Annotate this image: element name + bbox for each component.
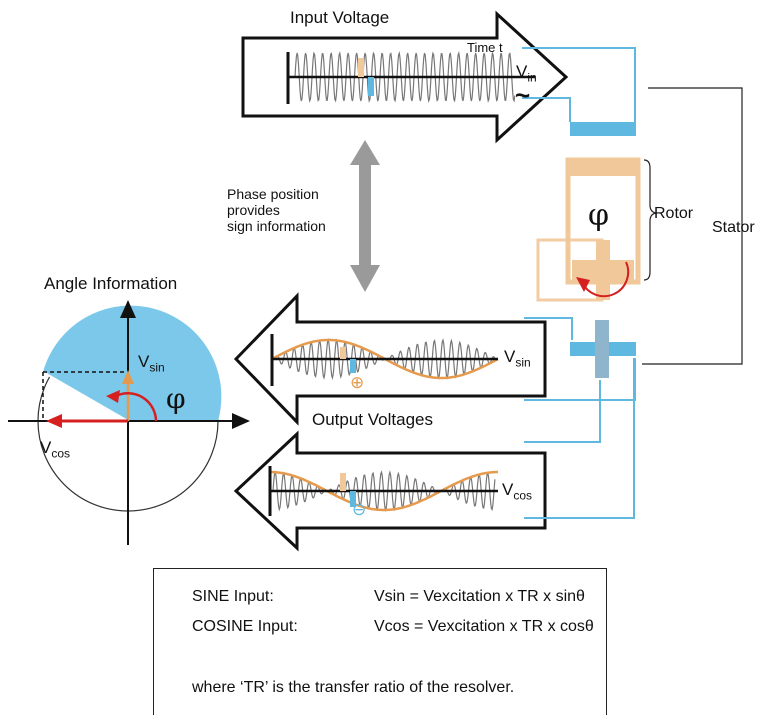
rotor-rotation-arrow <box>581 261 630 298</box>
sine-formula: Vsin = Vexcitation x TR x sinθ <box>374 588 585 605</box>
stator-primary-coil <box>570 122 636 136</box>
angle-vcos-main: V <box>40 438 52 457</box>
output-vcos-label: Vcos <box>502 480 532 502</box>
phase-info-line-3: sign information <box>227 218 326 234</box>
v-in-sub: in <box>527 70 537 85</box>
vcos-vector-head <box>46 414 62 428</box>
rotor-rotation-arrowhead <box>576 277 590 292</box>
cos-envelope <box>270 470 498 512</box>
minus-sign-icon: ⊖ <box>352 500 367 520</box>
phi-arc-head <box>106 390 120 403</box>
input-voltage-label: Input Voltage <box>290 8 390 27</box>
rotor-shaft <box>596 240 610 300</box>
phase-info-line-2: provides <box>227 202 280 218</box>
output-vsin-main: V <box>504 347 516 366</box>
input-carrier-wave <box>294 51 516 103</box>
cosine-formula: Vcos = Vexcitation x TR x cosθ <box>374 618 594 635</box>
transfer-ratio-note: where ‘TR’ is the transfer ratio of the … <box>192 679 515 696</box>
sine-input-label: SINE Input: <box>192 588 274 605</box>
v-in-label: Vin <box>516 62 537 84</box>
cosine-formula-row: COSINE Input: Vcos = Vexcitation x TR x … <box>192 618 594 636</box>
rotor-bracket <box>643 159 657 281</box>
plus-sign-icon: ⊕ <box>350 373 365 393</box>
sin-wire-top <box>524 317 573 340</box>
time-t-label: Time t <box>467 40 503 55</box>
angle-sector <box>43 305 222 421</box>
cos-wire-top <box>524 380 601 443</box>
phase-double-arrow <box>350 140 380 292</box>
sine-formula-row: SINE Input: Vsin = Vexcitation x TR x si… <box>192 588 585 606</box>
angle-phi-label: φ <box>166 382 186 415</box>
cos-wire-bottom <box>524 358 635 519</box>
cos-carrier-wave <box>272 470 496 512</box>
angle-vsin-label: Vsin <box>138 352 165 374</box>
stator-wire-bottom <box>522 97 571 122</box>
vsin-vector-head <box>122 370 134 384</box>
resolver-diagram <box>8 10 743 552</box>
v-in-main: V <box>516 62 528 81</box>
output-vcos-sub: cos <box>513 488 533 503</box>
angle-information-label: Angle Information <box>44 274 178 293</box>
sin-tan-marker <box>340 347 346 359</box>
angle-vsin-main: V <box>138 352 150 371</box>
angle-radius <box>42 371 129 422</box>
angle-vcos-label: Vcos <box>40 438 70 460</box>
cos-tan-marker <box>340 473 346 491</box>
angle-vsin-sub: sin <box>149 360 165 375</box>
output-vsin-sub: sin <box>515 355 531 370</box>
phase-info-line-1: Phase position <box>227 186 319 202</box>
sin-blue-marker <box>350 359 356 373</box>
formula-box: SINE Input: Vsin = Vexcitation x TR x si… <box>153 568 607 715</box>
rotor-top-coil <box>566 158 640 176</box>
stator-outline <box>642 87 743 365</box>
stator-label: Stator <box>712 219 755 236</box>
cos-blue-marker <box>350 491 356 507</box>
cosine-input-label: COSINE Input: <box>192 618 298 635</box>
phi-arc <box>115 392 158 422</box>
output-vsin-label: Vsin <box>504 347 531 369</box>
phase-info-label: Phase position provides sign information <box>227 186 326 234</box>
rotor-phi-label: φ <box>588 198 610 233</box>
input-blue-marker <box>368 77 374 96</box>
rotor-label: Rotor <box>654 205 694 222</box>
output-vcos-main: V <box>502 480 514 499</box>
input-tan-marker <box>358 58 364 77</box>
tilde-symbol: ~ <box>515 80 531 110</box>
angle-vcos-sub: cos <box>51 446 71 461</box>
stator-wire-top <box>522 47 636 122</box>
output-voltages-label: Output Voltages <box>312 410 433 429</box>
stator-vertical-coil <box>595 320 609 378</box>
